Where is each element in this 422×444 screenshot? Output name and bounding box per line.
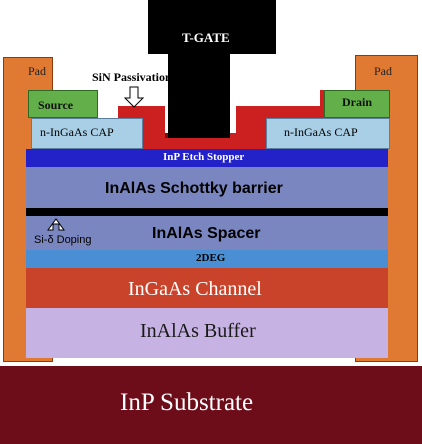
inp-etch-stopper	[26, 149, 388, 167]
spacer-label: InAlAs Spacer	[152, 225, 261, 242]
inp-substrate	[0, 366, 422, 444]
down-arrow-icon	[123, 86, 145, 108]
pad-left-label: Pad	[28, 64, 46, 78]
cap-left-label: n-InGaAs CAP	[40, 125, 114, 139]
t-gate-body	[148, 0, 276, 138]
schottky-barrier-label: InAlAs Schottky barrier	[105, 180, 283, 197]
doping-label: Si-δ Doping	[34, 234, 92, 246]
channel-label: InGaAs Channel	[128, 278, 262, 300]
cap-right	[266, 118, 390, 149]
two-deg-layer	[26, 250, 388, 268]
si-delta-doping-line	[26, 208, 388, 216]
sin-passivation-label: SiN Passivation	[92, 70, 172, 84]
t-gate-label: T-GATE	[182, 30, 230, 45]
cap-left	[31, 118, 143, 149]
inalas-schottky-barrier	[26, 167, 388, 208]
inalas-buffer	[26, 308, 388, 358]
up-arrow-icon	[47, 218, 65, 231]
buffer-label: InAlAs Buffer	[140, 320, 256, 342]
source-label: Source	[38, 98, 74, 112]
pad-right-label: Pad	[374, 64, 392, 78]
substrate-label: InP Substrate	[120, 389, 254, 416]
two-deg-label: 2DEG	[196, 252, 226, 264]
etch-stopper-label: InP Etch Stopper	[163, 151, 245, 163]
source-contact	[28, 90, 98, 118]
inalas-spacer	[26, 216, 388, 250]
drain-label: Drain	[342, 95, 372, 109]
cap-right-label: n-InGaAs CAP	[284, 125, 358, 139]
drain-contact	[324, 90, 390, 118]
ingaas-channel	[26, 268, 388, 308]
